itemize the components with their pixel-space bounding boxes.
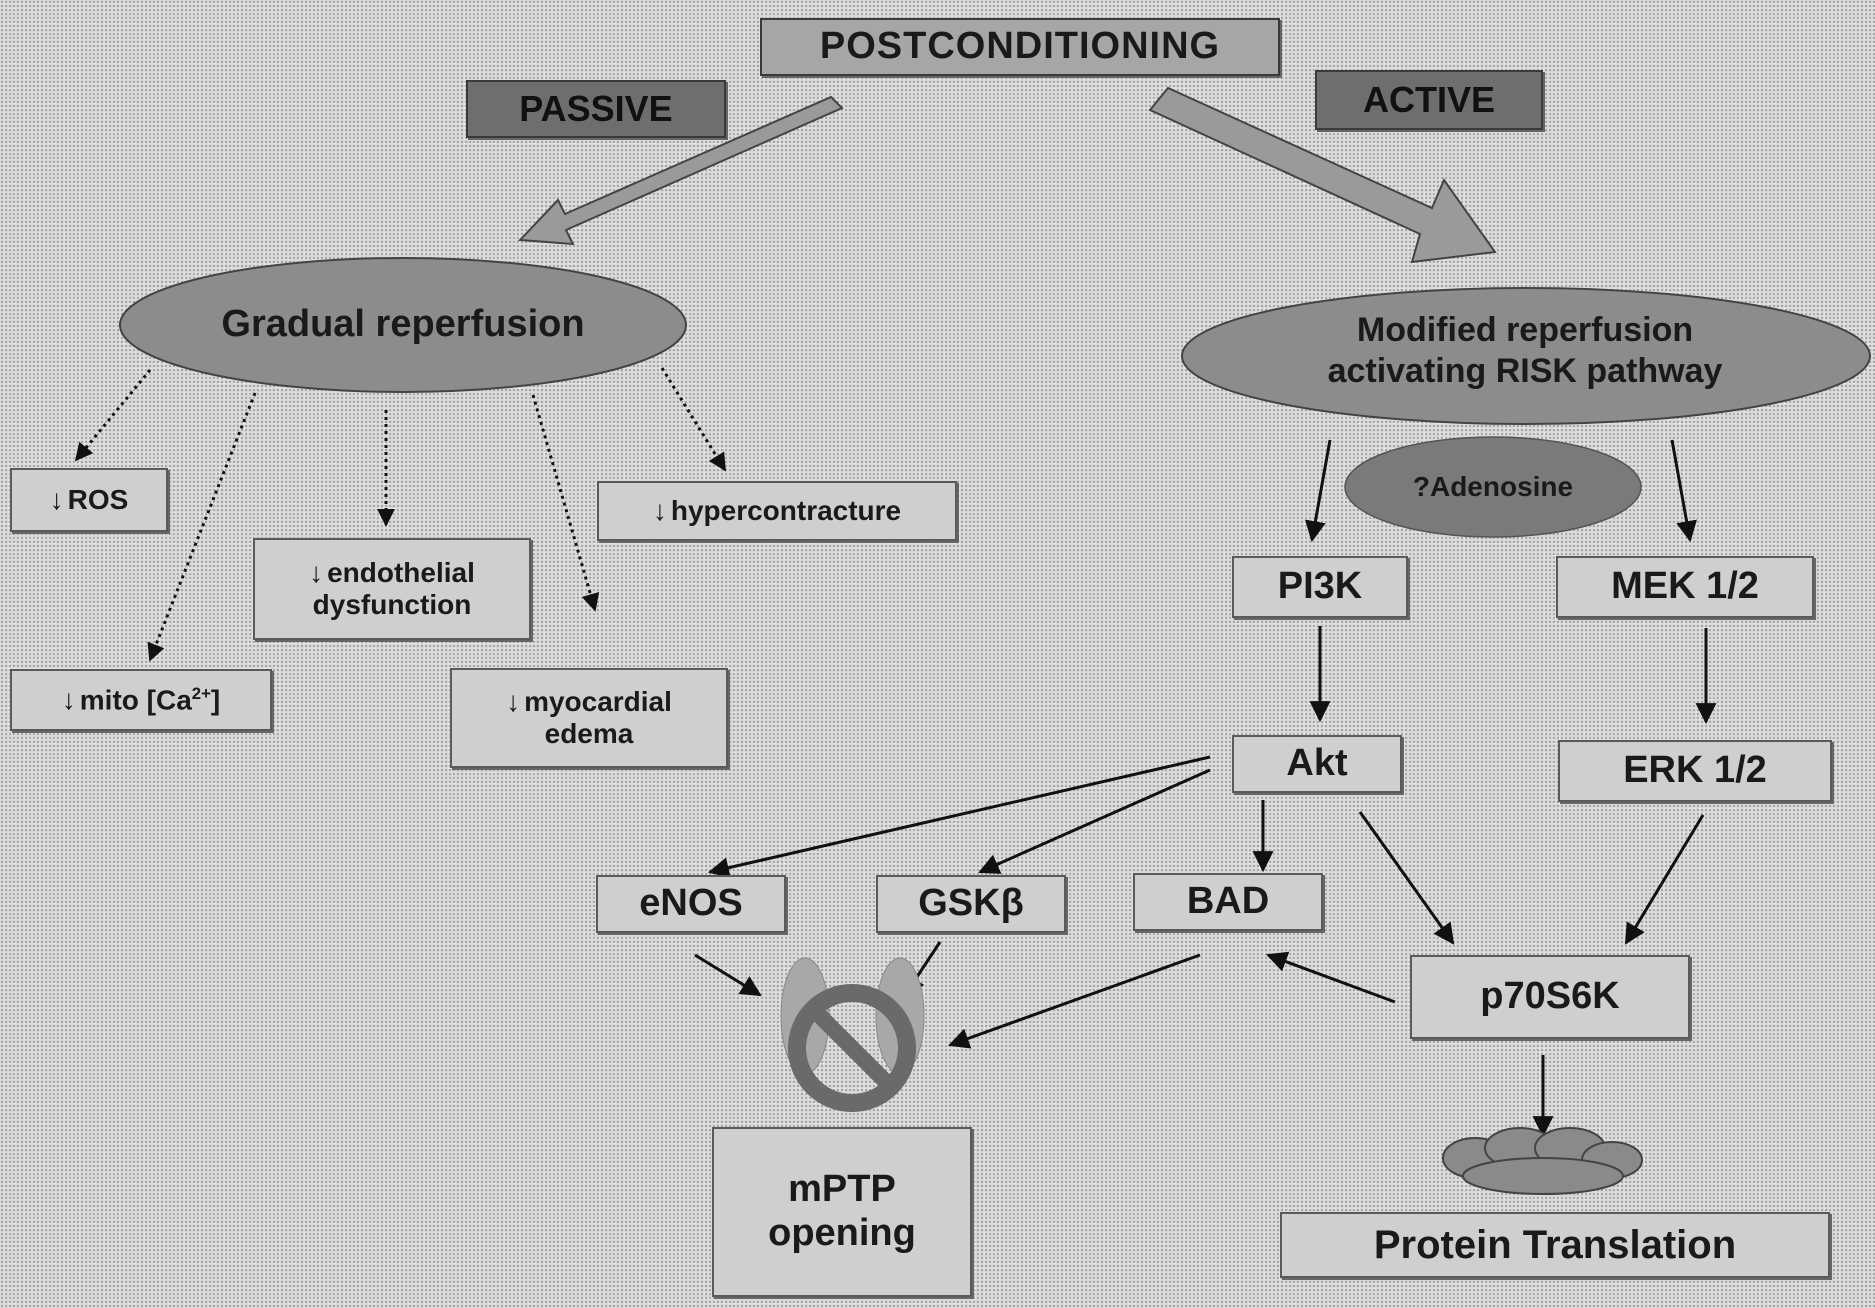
bad-box: BAD [1133, 873, 1323, 931]
enos-label: eNOS [639, 882, 742, 926]
down-arrow-icon: ↓ [309, 557, 323, 588]
pi3k-box: PI3K [1232, 556, 1408, 618]
arrow-to-pi3k [1312, 440, 1330, 540]
down-arrow-icon: ↓ [506, 686, 520, 717]
arrow-akt-enos [710, 757, 1210, 872]
active-label: ACTIVE [1363, 79, 1495, 120]
arrow-bad-mptp [950, 955, 1200, 1045]
akt-box: Akt [1232, 735, 1402, 793]
mito-calcium-box: ↓ mito [Ca2+] [10, 669, 272, 731]
dotted-arrow-myocardial [533, 395, 595, 610]
dotted-arrow-hypercontracture [662, 368, 725, 470]
dotted-arrow-ros [76, 370, 150, 460]
arrow-akt-gsk [980, 770, 1210, 872]
risk-pathway-label: Modified reperfusion activating RISK pat… [1190, 310, 1860, 392]
passive-box: PASSIVE [466, 80, 726, 138]
protein-translation-label: Protein Translation [1374, 1222, 1736, 1268]
down-arrow-icon: ↓ [50, 484, 64, 516]
p70s6k-box: p70S6K [1410, 955, 1690, 1039]
akt-label: Akt [1286, 742, 1347, 786]
gradual-reperfusion-label: Gradual reperfusion [130, 302, 676, 348]
mptp-box: mPTP opening [712, 1127, 972, 1297]
active-box: ACTIVE [1315, 70, 1543, 130]
ros-box: ↓ ROS [10, 468, 168, 532]
myocardial-box: ↓myocardial edema [450, 668, 728, 768]
arrow-erk-p70 [1626, 815, 1703, 943]
erk-label: ERK 1/2 [1623, 749, 1767, 793]
endothelial-label: ↓endothelial dysfunction [309, 557, 475, 621]
passive-label: PASSIVE [519, 88, 672, 129]
myocardial-label: ↓myocardial edema [506, 686, 672, 750]
ros-label: ROS [68, 484, 129, 516]
down-arrow-icon: ↓ [62, 684, 76, 716]
protein-translation-box: Protein Translation [1280, 1212, 1830, 1278]
pi3k-label: PI3K [1278, 565, 1362, 609]
postconditioning-box: POSTCONDITIONING [760, 18, 1280, 76]
blocked-channel-icon [781, 958, 924, 1103]
arrow-p70-bad [1268, 955, 1395, 1002]
endothelial-box: ↓endothelial dysfunction [253, 538, 531, 640]
adenosine-label: ?Adenosine [1360, 470, 1626, 504]
gsk-box: GSKβ [876, 875, 1066, 933]
down-arrow-icon: ↓ [653, 495, 667, 527]
mek-label: MEK 1/2 [1611, 565, 1759, 609]
risk-pathway-line2: activating RISK pathway [1190, 351, 1860, 392]
p70s6k-label: p70S6K [1480, 975, 1619, 1019]
risk-pathway-line1: Modified reperfusion [1190, 310, 1860, 351]
mek-box: MEK 1/2 [1556, 556, 1814, 618]
hypercontracture-box: ↓ hypercontracture [597, 481, 957, 541]
bad-label: BAD [1187, 880, 1269, 924]
ribosome-cloud-icon [1443, 1128, 1642, 1194]
enos-box: eNOS [596, 875, 786, 933]
mito-label: mito [Ca2+] [80, 684, 220, 717]
gsk-label: GSKβ [918, 882, 1024, 926]
arrow-akt-p70 [1360, 812, 1453, 943]
arrow-enos-mptp [695, 955, 760, 995]
erk-box: ERK 1/2 [1558, 740, 1832, 802]
arrow-to-mek [1672, 440, 1690, 540]
mptp-label: mPTP opening [768, 1168, 916, 1255]
hypercontracture-label: hypercontracture [671, 495, 901, 527]
postconditioning-label: POSTCONDITIONING [820, 25, 1220, 69]
